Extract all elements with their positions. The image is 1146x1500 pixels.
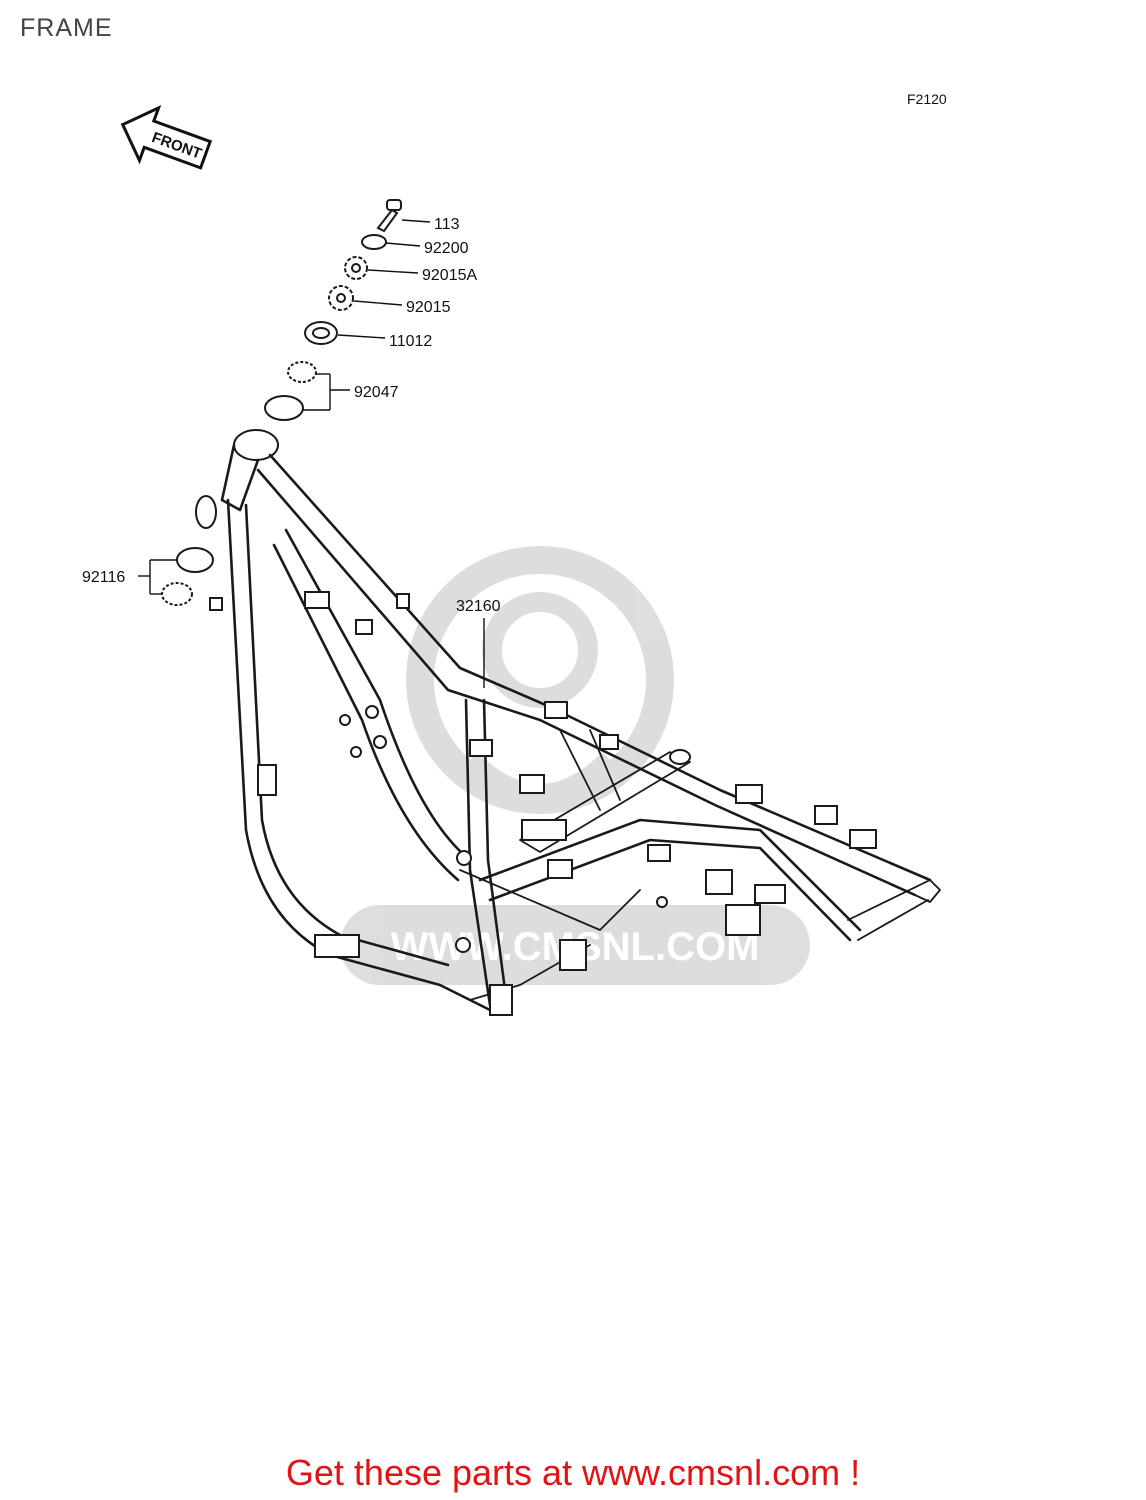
part-label[interactable]: 11012 xyxy=(389,333,432,350)
washer-icon xyxy=(361,234,387,250)
cta-link[interactable]: Get these parts at www.cmsnl.com ! xyxy=(285,1452,861,1493)
part-label[interactable]: 92015 xyxy=(406,299,451,316)
page-title: FRAME xyxy=(20,14,113,42)
diagram-code: F2120 xyxy=(907,91,947,107)
part-label[interactable]: 92015A xyxy=(422,267,477,284)
castle-nut-icon xyxy=(328,285,354,311)
bearing-icon xyxy=(264,361,317,421)
leader-lines xyxy=(138,219,485,688)
bearing-icon xyxy=(161,547,214,606)
frame-diagram: WWW.CMSNL.COM FRONT xyxy=(82,104,941,1016)
frame-icon xyxy=(195,429,941,1016)
part-label[interactable]: 113 xyxy=(434,216,460,233)
part-label[interactable]: 32160 xyxy=(456,598,501,615)
front-arrow-icon: FRONT xyxy=(120,104,213,170)
part-label[interactable]: 92200 xyxy=(424,240,469,257)
bolt-icon xyxy=(376,199,402,233)
castle-nut-icon xyxy=(344,256,368,280)
part-label[interactable]: 92116 xyxy=(82,569,125,586)
part-label[interactable]: 92047 xyxy=(354,384,399,401)
cap-icon xyxy=(304,321,338,345)
